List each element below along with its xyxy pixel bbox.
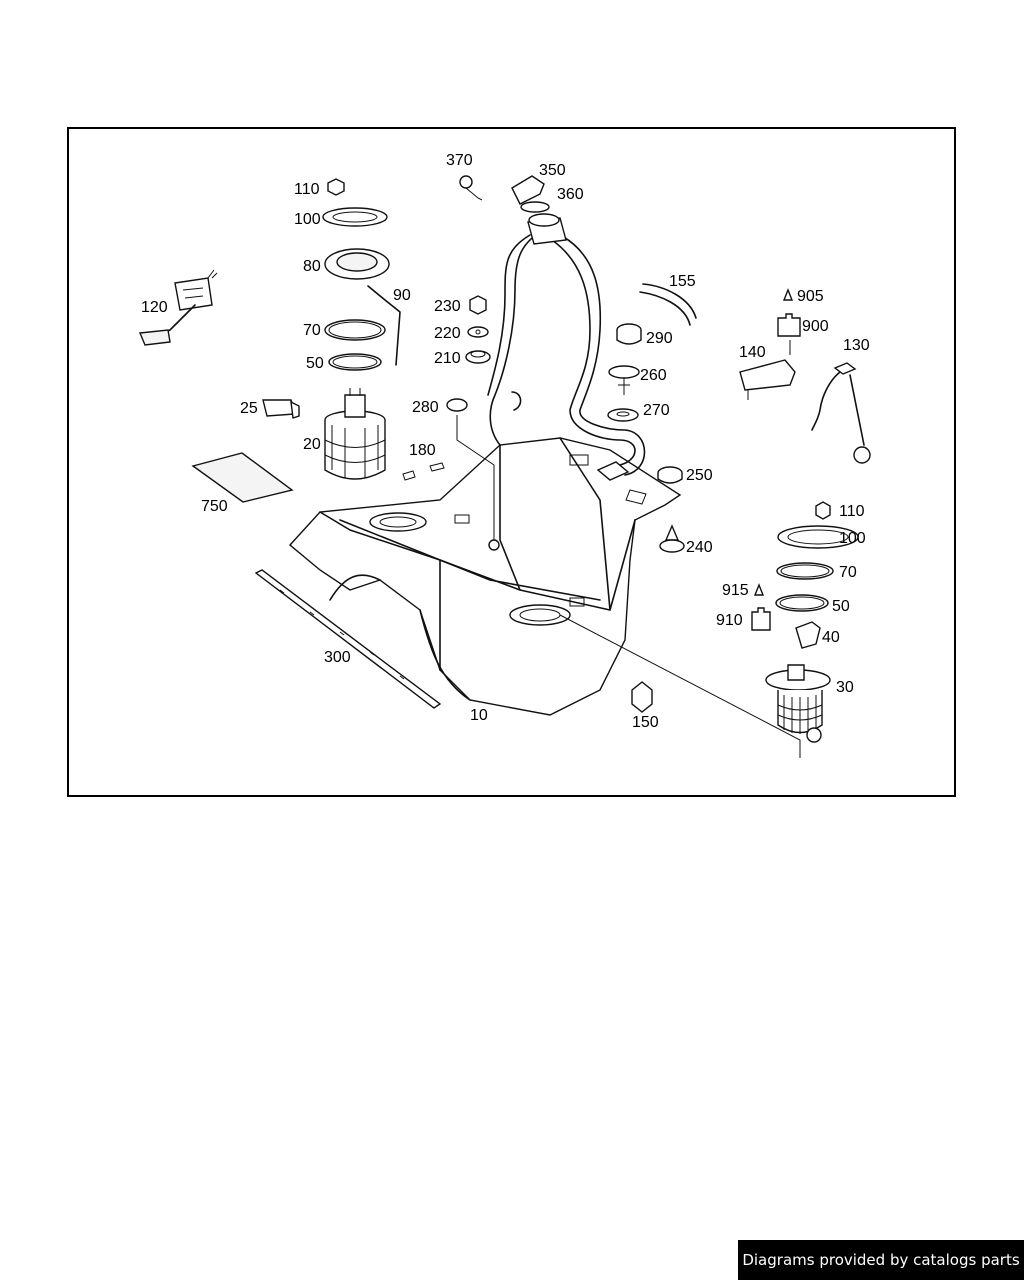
fuel-pump-part-20 [324, 388, 386, 480]
fuel-pump-part-30 [559, 501, 859, 758]
label-370: 370 [446, 152, 473, 169]
label-90: 90 [393, 287, 411, 304]
label-150: 150 [632, 714, 659, 731]
label-140: 140 [739, 344, 766, 361]
label-910: 910 [716, 612, 743, 629]
label-300: 300 [324, 649, 351, 666]
label-290: 290 [646, 330, 673, 347]
label-70: 70 [303, 322, 321, 339]
label-220: 220 [434, 325, 461, 342]
filler-pipe-part [487, 213, 646, 481]
label-750: 750 [201, 498, 228, 515]
label-50: 50 [306, 355, 324, 372]
label-20: 20 [303, 436, 321, 453]
label-240: 240 [686, 539, 713, 556]
label-280: 280 [412, 399, 439, 416]
label-100-right: 100 [839, 530, 866, 547]
small-parts-center [446, 175, 550, 540]
credit-banner: Diagrams provided by catalogs parts [738, 1240, 1024, 1280]
label-900: 900 [802, 318, 829, 335]
label-30: 30 [836, 679, 854, 696]
label-80: 80 [303, 258, 321, 275]
label-100: 100 [294, 211, 321, 228]
small-parts-right [607, 283, 697, 713]
label-130: 130 [843, 337, 870, 354]
part-number-labels: 370 350 360 110 100 80 90 120 70 50 230 … [141, 152, 870, 731]
label-110-right: 110 [839, 503, 865, 520]
label-155: 155 [669, 273, 696, 290]
label-25: 25 [240, 400, 258, 417]
label-10: 10 [470, 707, 488, 724]
small-parts-left [191, 399, 445, 709]
label-40: 40 [822, 629, 840, 646]
label-905: 905 [797, 288, 824, 305]
label-120: 120 [141, 299, 168, 316]
label-250: 250 [686, 467, 713, 484]
sensor-parts-right [739, 288, 871, 464]
label-260: 260 [640, 367, 667, 384]
label-110: 110 [294, 181, 320, 198]
label-50-right: 50 [832, 598, 850, 615]
label-270: 270 [643, 402, 670, 419]
fuel-tank-part [288, 437, 682, 716]
label-210: 210 [434, 350, 461, 367]
label-230: 230 [434, 298, 461, 315]
label-70-right: 70 [839, 564, 857, 581]
label-350: 350 [539, 162, 566, 179]
label-915: 915 [722, 582, 749, 599]
seal-rings-left [322, 178, 401, 371]
fuel-sender-part-120 [138, 269, 218, 346]
label-180: 180 [409, 442, 436, 459]
label-360: 360 [557, 186, 584, 203]
